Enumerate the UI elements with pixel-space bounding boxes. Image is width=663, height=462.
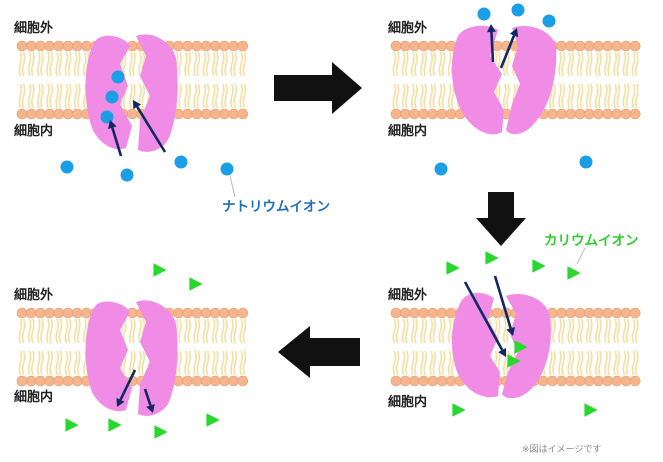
potassium-ion [189,277,203,291]
potassium-ion [108,418,122,432]
outside-label-3: 細胞外 [14,288,54,303]
inside-label-1: 細胞内 [14,124,54,139]
potassium-inflow-arrow [143,388,155,413]
potassium-ion [154,425,168,439]
pump-4-right [502,294,551,399]
outside-label-4: 細胞外 [388,288,428,303]
potassium-ion [514,340,528,354]
potassium-ion [584,403,598,417]
sodium-ion [60,160,74,174]
image-disclaimer-note: ※図はイメージです [522,445,602,455]
sodium-ion [105,90,119,104]
pump-2 [451,25,557,135]
sodium-ion [511,3,525,17]
membrane-1 [16,40,249,120]
pump-4 [451,292,551,399]
sodium-label-leader [229,175,236,198]
sodium-ion [434,162,448,176]
outside-label-1: 細胞外 [14,21,54,36]
sodium-outflow-arrow [486,24,496,63]
sodium-ion [174,155,188,169]
potassium-ion-label: カリウムイオン [544,233,639,249]
potassium-ion [567,266,581,280]
potassium-ion [153,263,167,277]
pump-1-right [136,34,178,152]
sodium-ion-label: ナトリウムイオン [222,199,330,215]
pump-3-right [136,300,178,416]
sodium-inflow-arrow [108,120,123,157]
inside-label-2: 細胞内 [388,124,428,139]
inside-label-3: 細胞内 [14,390,54,405]
pump-4-left [451,292,500,398]
potassium-ion [452,403,466,417]
sodium-outflow-arrow [499,28,519,69]
potassium-ion [532,259,546,273]
inside-label-4: 細胞内 [388,395,428,410]
pump-2-right [506,26,557,135]
potassium-ion [507,354,521,368]
outside-label-2: 細胞外 [388,21,428,36]
transition-arrow-left [278,326,360,378]
sodium-ion [120,168,134,182]
pump-3-left [85,301,132,412]
potassium-ion [446,261,460,275]
potassium-binding-arrow [463,281,507,357]
sodium-ion [111,70,125,84]
potassium-ion [206,413,220,427]
transition-arrow-down [476,192,526,246]
pump-3 [85,300,178,416]
potassium-inflow-arrow [116,369,137,407]
sodium-ion [220,162,234,176]
potassium-binding-arrow [493,275,516,336]
sodium-ion [542,14,556,28]
potassium-ion [65,418,79,432]
potassium-ion [485,251,499,265]
sodium-ion [477,7,491,21]
sodium-inflow-arrow [133,100,167,153]
potassium-label-leader [576,247,586,265]
pump-2-left [451,25,504,135]
sodium-ion [579,155,593,169]
transition-arrow-right [274,62,362,114]
